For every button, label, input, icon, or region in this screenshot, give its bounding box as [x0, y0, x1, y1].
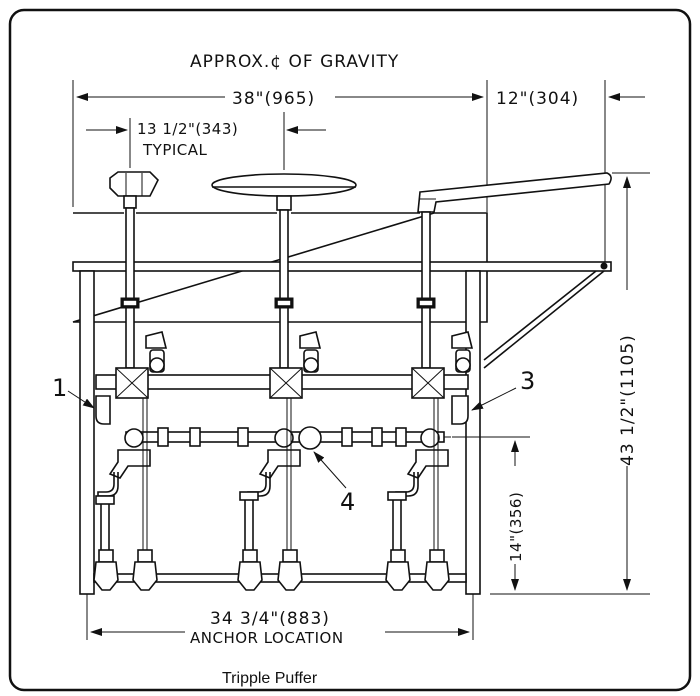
valve-stems: [120, 207, 436, 369]
pipe-height-dimension: 14"(356): [452, 436, 530, 591]
upper-frame: [72, 212, 488, 323]
right-lever-handle: [417, 172, 612, 213]
overall-width-label: 38"(965): [232, 89, 315, 109]
overall-height-label: 43 1/2"(1105): [618, 334, 638, 466]
pipe-height-label: 14"(356): [507, 492, 525, 562]
side-offset-dimension: 12"(304): [496, 80, 645, 262]
callout-4-label: 4: [340, 488, 355, 516]
center-of-gravity-label: APPROX.¢ OF GRAVITY: [190, 52, 399, 72]
spacing-dimension: 13 1/2"(343) TYPICAL: [86, 112, 326, 170]
callout-4: 4: [313, 451, 355, 516]
center-handwheel: [211, 173, 357, 211]
drawing-frame: [8, 8, 692, 692]
shelf: [72, 261, 612, 272]
overall-height-dimension: 43 1/2"(1105): [490, 172, 650, 595]
left-valve-handle: [109, 171, 159, 209]
drop-valves: [108, 449, 449, 479]
callout-3: 3: [471, 367, 535, 411]
anchor-location-label: ANCHOR LOCATION: [190, 629, 344, 647]
anchor-dimension: 34 3/4"(883) ANCHOR LOCATION: [86, 594, 474, 647]
sensor-cables: [142, 398, 439, 568]
figure-caption: Tripple Puffer: [222, 670, 318, 687]
upper-manifold: [95, 367, 469, 425]
side-offset-label: 12"(304): [496, 89, 579, 109]
callout-3-label: 3: [520, 367, 535, 395]
lower-pipe: [124, 426, 515, 450]
callout-1-label: 1: [52, 374, 67, 402]
spacing-note: TYPICAL: [142, 141, 208, 159]
bottom-nozzles: [93, 549, 450, 591]
anchor-width-label: 34 3/4"(883): [210, 609, 330, 629]
callout-1: 1: [52, 374, 95, 409]
solenoid-valves: [145, 331, 474, 373]
spacing-label: 13 1/2"(343): [137, 120, 238, 138]
